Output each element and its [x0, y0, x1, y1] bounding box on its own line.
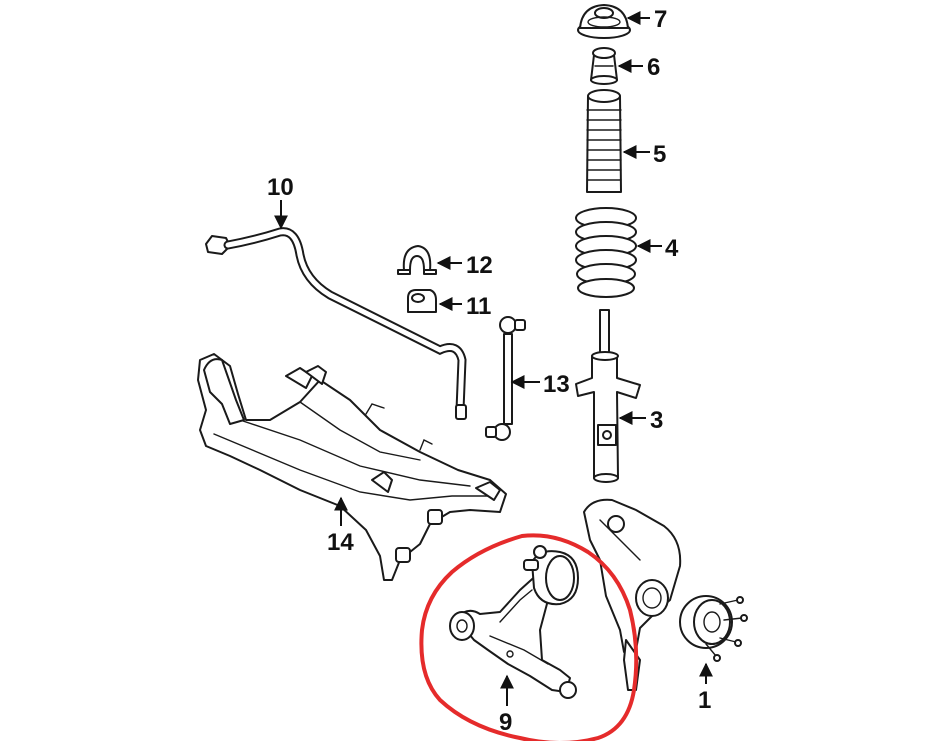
part-dust-boot[interactable]: [586, 89, 622, 193]
part-steering-knuckle[interactable]: [583, 498, 682, 691]
part-lower-control-arm[interactable]: [449, 545, 579, 699]
part-bump-stop[interactable]: [590, 47, 618, 85]
callout-11: 11: [466, 293, 491, 320]
callout-12: 12: [466, 252, 493, 279]
part-stabilizer-bracket[interactable]: [397, 245, 437, 275]
part-subframe[interactable]: [197, 353, 507, 581]
callout-9: 9: [499, 709, 512, 736]
part-stabilizer-link[interactable]: [485, 316, 526, 441]
callout-7: 7: [654, 6, 667, 33]
part-wheel-hub[interactable]: [679, 595, 748, 662]
callout-14: 14: [327, 529, 354, 556]
callout-10: 10: [267, 174, 294, 201]
part-strut[interactable]: [575, 309, 641, 483]
highlight-circle: [419, 533, 639, 741]
callout-3: 3: [650, 407, 663, 434]
callout-6: 6: [647, 54, 660, 81]
callout-1: 1: [698, 687, 711, 714]
part-coil-spring[interactable]: [575, 207, 637, 298]
part-strut-mount[interactable]: [577, 4, 631, 39]
callout-13: 13: [543, 371, 570, 398]
callout-5: 5: [653, 141, 666, 168]
callout-4: 4: [665, 235, 679, 262]
part-stabilizer-bushing[interactable]: [407, 289, 437, 313]
part-stabilizer-bar[interactable]: [205, 227, 467, 420]
